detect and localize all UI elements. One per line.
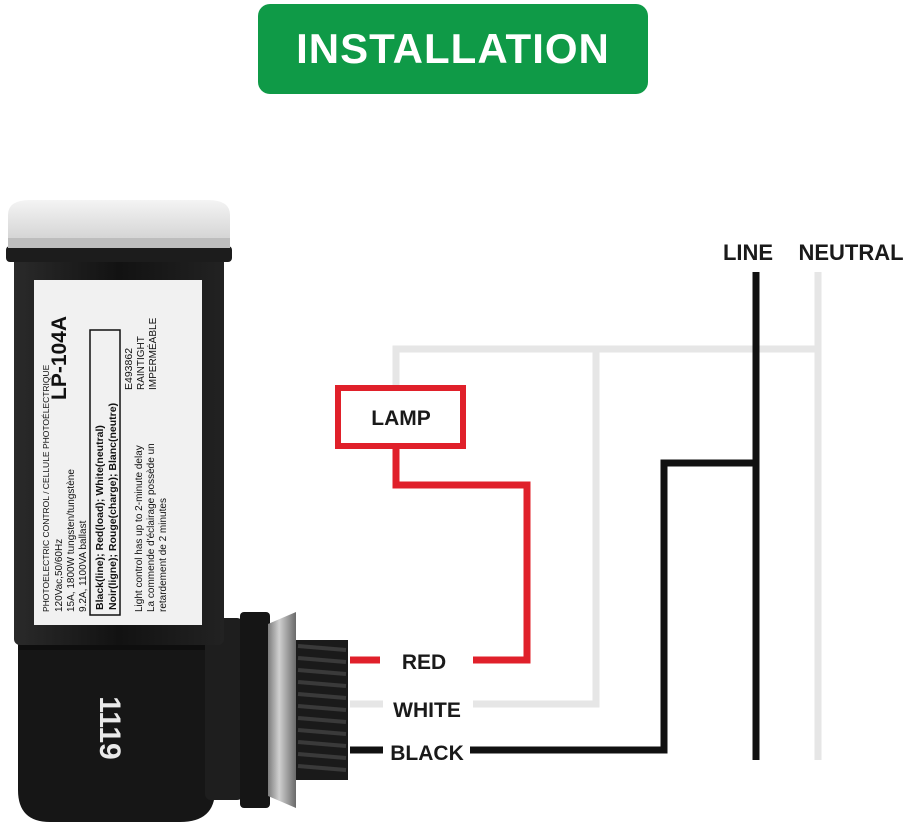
thread-ridge xyxy=(297,692,347,700)
device-spec-3: 9.2A, 1100VA ballast xyxy=(78,520,89,612)
device-header: PHOTOELECTRIC CONTROL / CELLULE PHOTOÉLE… xyxy=(41,364,51,612)
thread-ridge xyxy=(297,752,347,760)
device-base xyxy=(18,640,215,822)
black-label: BLACK xyxy=(390,742,464,765)
red-label: RED xyxy=(402,651,446,674)
thread-ridge xyxy=(297,728,347,736)
white-wire xyxy=(350,345,818,708)
black-wire xyxy=(350,459,756,754)
lamp-label: LAMP xyxy=(371,407,431,430)
thread-ridge xyxy=(297,656,347,664)
device-delay-fr-1: La commende d'éclairage possède un xyxy=(146,443,157,612)
thread-ridge xyxy=(297,644,347,652)
device-label xyxy=(34,280,202,625)
thread-ridge xyxy=(297,680,347,688)
photocell-device: PHOTOELECTRIC CONTROL / CELLULE PHOTOÉLE… xyxy=(6,200,348,822)
device-spec-2: 15A, 1800W tungsten/tungstène xyxy=(66,469,77,612)
lock-nut xyxy=(268,612,296,808)
line-label: LINE xyxy=(723,240,773,265)
device-model: LP-104A xyxy=(48,316,71,400)
device-cert: E493862 xyxy=(123,348,135,390)
thread-ridge xyxy=(297,764,347,772)
threads xyxy=(296,640,348,780)
banner-title: INSTALLATION xyxy=(296,25,610,72)
installation-banner: INSTALLATION xyxy=(258,4,648,94)
lamp-box xyxy=(335,385,466,449)
device-delay-en: Light control has up to 2-minute delay xyxy=(134,445,145,612)
red-wire xyxy=(350,446,531,664)
device-wiring-fr: Noir(ligne); Rouge(charge); Blanc(neutre… xyxy=(107,403,119,610)
device-wiring-en: Black(line); Red(load); White(neutral) xyxy=(94,425,106,610)
device-raintight: RAINTIGHT xyxy=(136,336,147,390)
white-label: WHITE xyxy=(393,699,461,722)
neutral-label: NEUTRAL xyxy=(798,240,903,265)
thread-ridge xyxy=(297,740,347,748)
thread-ridge xyxy=(297,668,347,676)
device-impermeable: IMPERMÉABLE xyxy=(146,317,159,390)
device-base-number: 1119 xyxy=(93,696,126,759)
fitting-collar xyxy=(205,618,243,800)
device-spec-1: 120Vac,50/60Hz xyxy=(54,539,65,612)
thread-ridge xyxy=(297,704,347,712)
device-cap xyxy=(8,200,230,246)
device-delay-fr-2: retardement de 2 minutes xyxy=(158,498,169,612)
thread-ridge xyxy=(297,716,347,724)
